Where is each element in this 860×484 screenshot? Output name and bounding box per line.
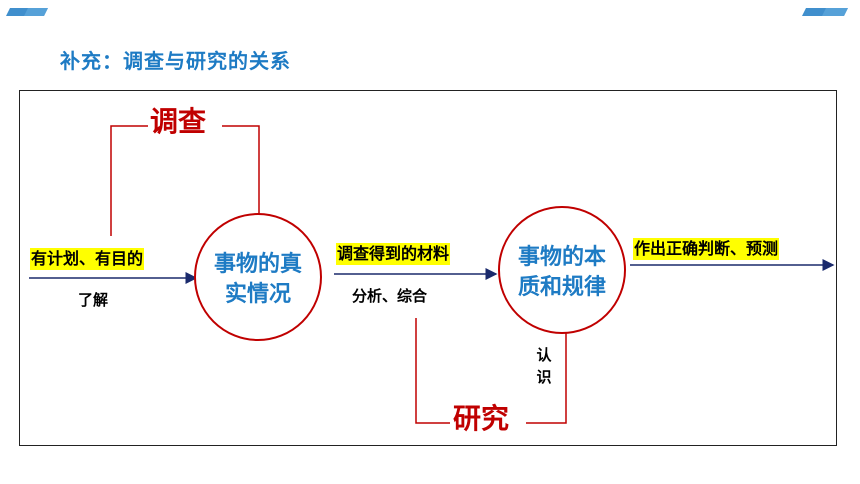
- top-bracket-line: [110, 125, 148, 236]
- circle-2-text: 事物的本 质和规律: [502, 243, 622, 303]
- circle-2: [498, 206, 626, 334]
- page-title: 补充：调查与研究的关系: [60, 49, 291, 73]
- circle-2-line-2: 质和规律: [517, 275, 606, 300]
- middle-label: 调查得到的材料: [336, 243, 451, 265]
- diagram-frame: [19, 90, 837, 446]
- circle-1-line-1: 事物的真: [213, 252, 302, 277]
- right-output-label: 作出正确判断、预测: [633, 238, 780, 260]
- top-left-decoration: [6, 8, 48, 16]
- vertical-label: 认 识: [536, 344, 552, 388]
- vertical-label-char-1: 认: [536, 346, 552, 364]
- bottom-bracket-line: [415, 318, 450, 424]
- bottom-label-research: 研究: [453, 402, 510, 435]
- bottom-bracket-line-right: [526, 333, 567, 424]
- left-sub-label: 了解: [78, 291, 109, 309]
- top-right-decoration: [802, 8, 848, 16]
- left-input-label: 有计划、有目的: [30, 248, 145, 270]
- circle-1-text: 事物的真 实情况: [198, 250, 318, 310]
- top-bracket-line-right: [222, 125, 260, 215]
- middle-sub-label: 分析、综合: [352, 287, 428, 305]
- top-label-investigation: 调查: [150, 105, 207, 138]
- vertical-label-char-2: 识: [536, 368, 552, 386]
- circle-1: [194, 213, 322, 341]
- circle-2-line-1: 事物的本: [517, 245, 606, 270]
- circle-1-line-2: 实情况: [224, 282, 291, 307]
